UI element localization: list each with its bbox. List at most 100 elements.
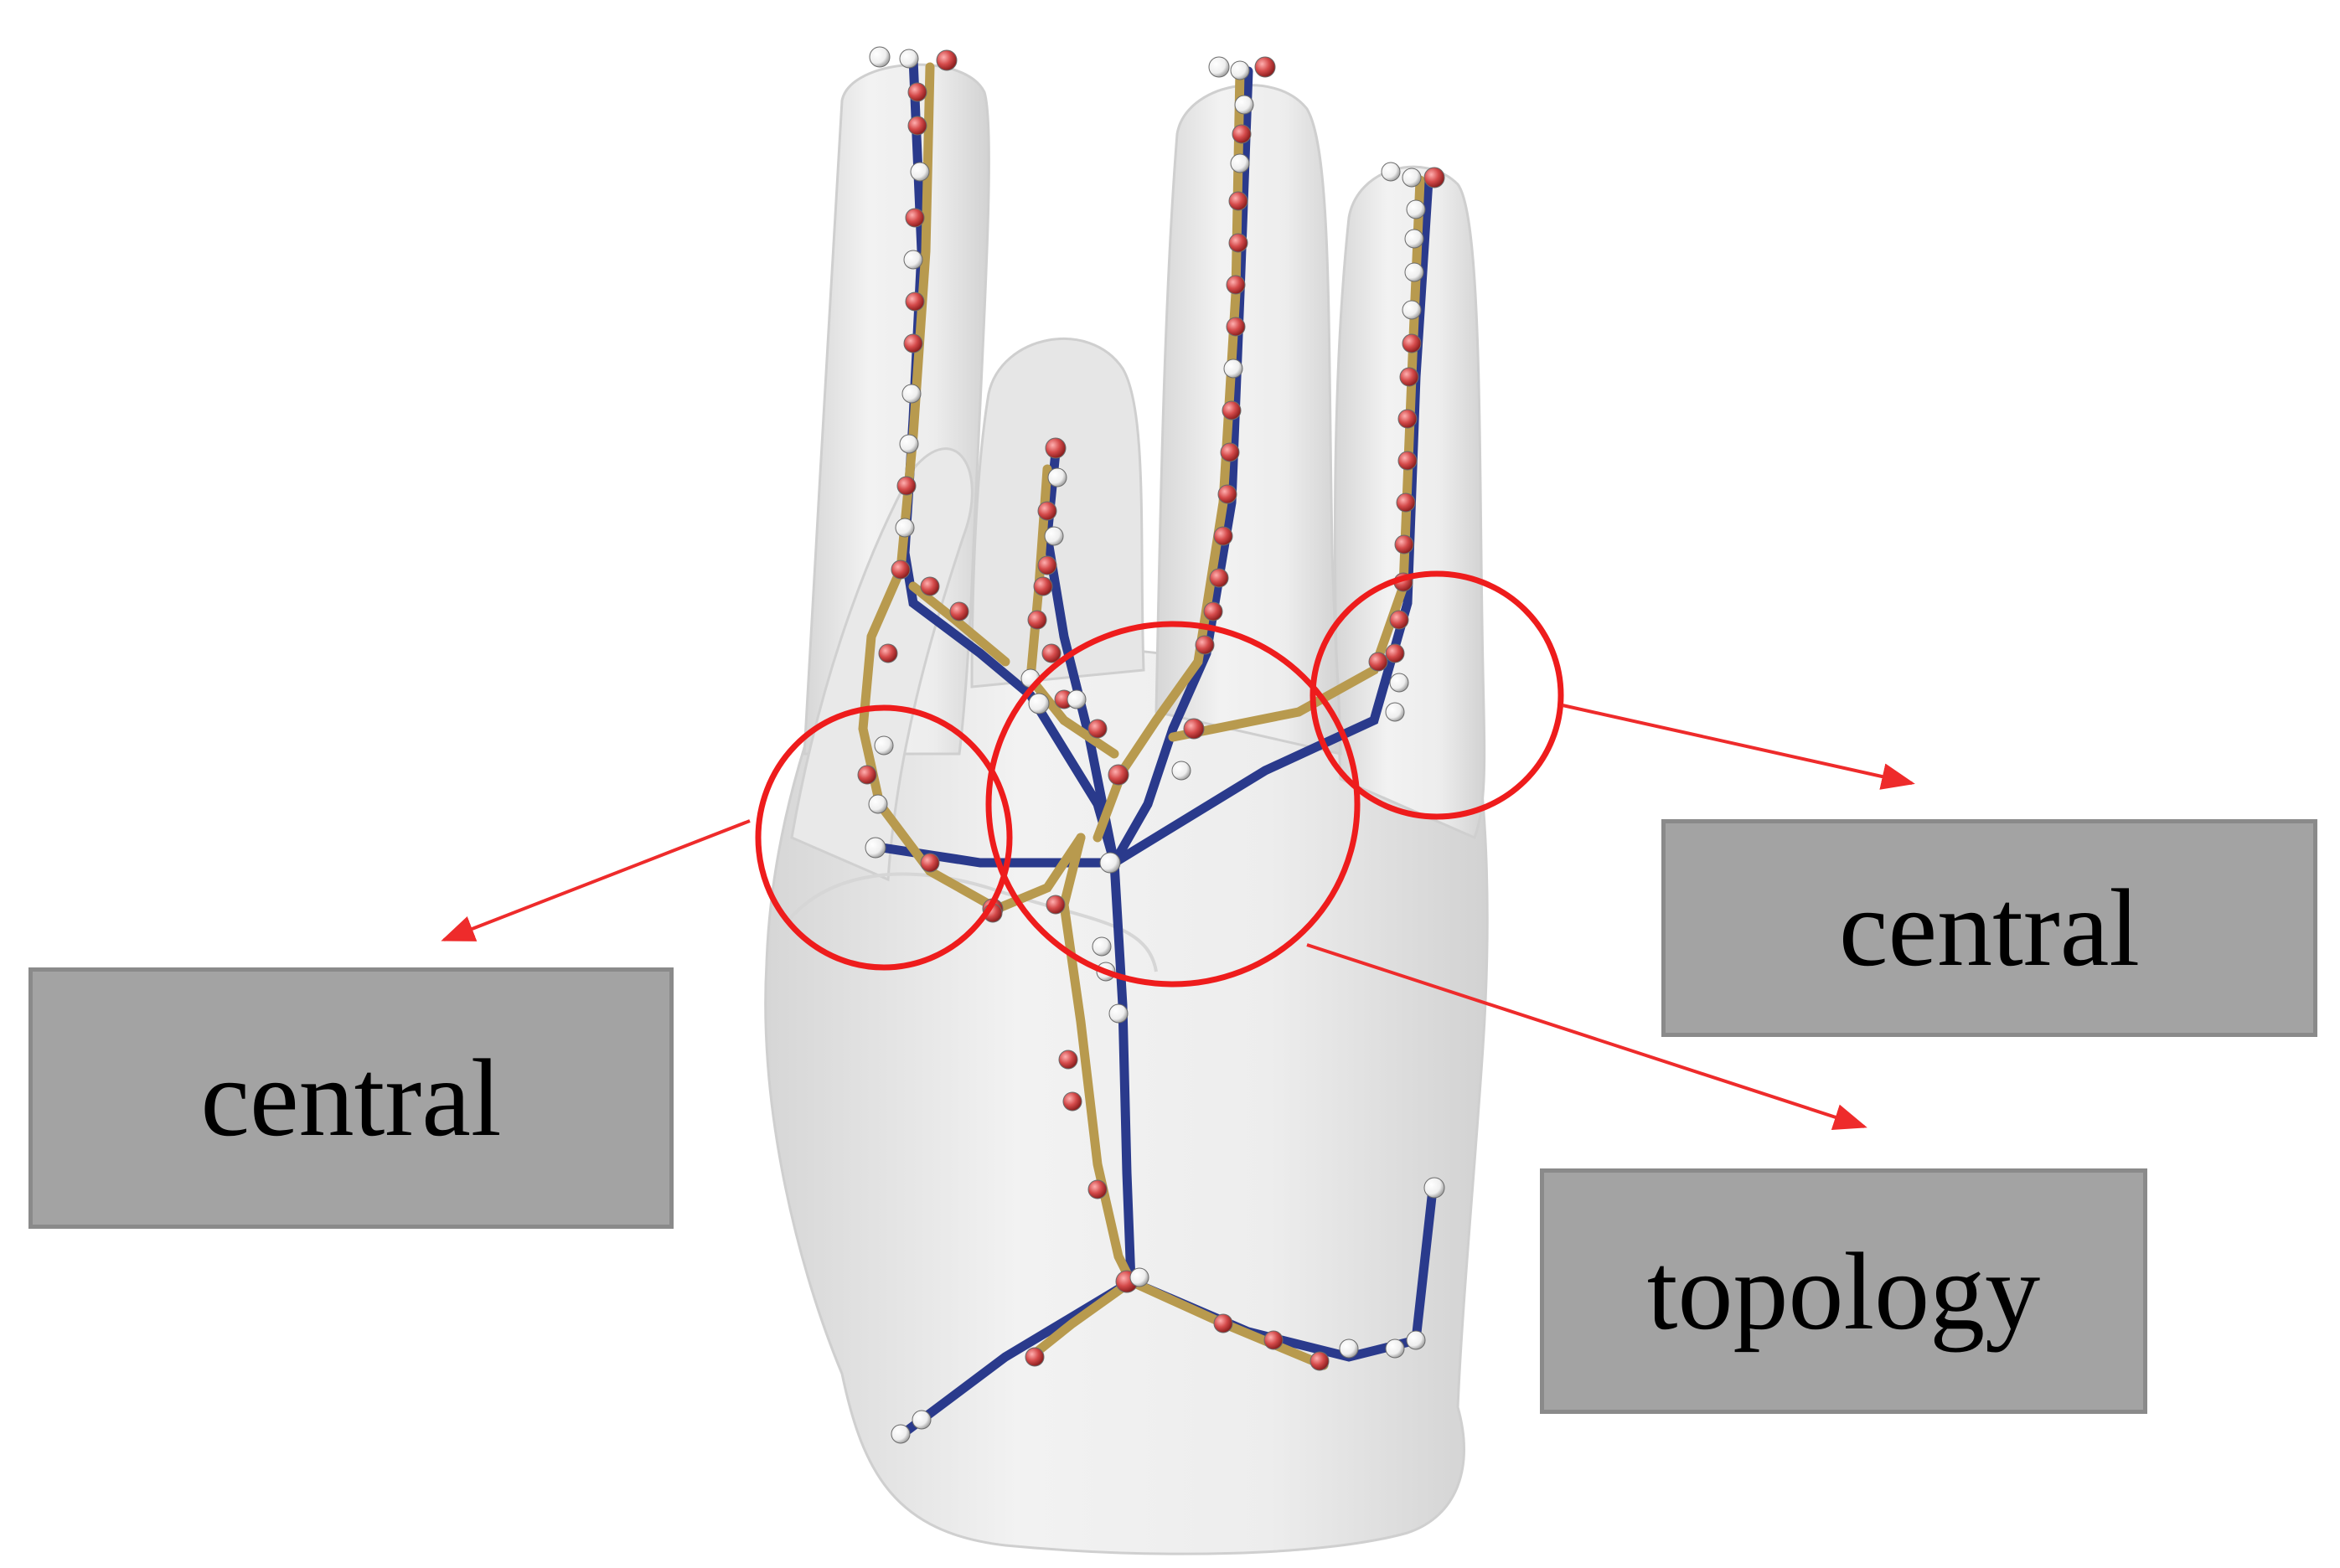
joint [1220,442,1240,462]
skeleton-joints [857,46,1445,1444]
joint [1062,1091,1082,1112]
joint [903,333,923,353]
joint [1041,643,1062,663]
hand-ring-finger-folded [970,338,1145,689]
joint [1385,643,1405,663]
joint [1230,153,1250,173]
joint [903,250,923,270]
joint [891,1424,911,1444]
joint [1047,467,1067,487]
joint [1222,400,1242,420]
joint [905,291,925,312]
label-left-text: central [200,1036,502,1159]
joint [1213,526,1233,546]
joint [1087,1179,1108,1199]
joint [910,162,930,182]
joint [1028,693,1050,714]
joint [1394,534,1414,554]
joint [1397,409,1418,429]
joint [1217,484,1237,504]
joint [1203,601,1223,622]
joint [1183,718,1205,740]
joint [1025,1347,1045,1367]
highlight-circle-center [985,621,1361,988]
joint [949,601,969,622]
joint [1389,610,1409,630]
hand-thumb [790,447,974,882]
joint [1389,673,1409,693]
joint [1263,1330,1284,1350]
joint [1385,1338,1405,1359]
joint [1402,333,1422,353]
joint [1208,56,1230,78]
highlight-circles [755,570,1564,988]
joint [1108,764,1129,786]
label-bottom-text: topology [1646,1229,2041,1353]
joint [1226,275,1246,295]
joint [1234,95,1254,115]
joint [1406,1330,1426,1350]
joint [901,384,922,404]
joint [1092,936,1112,957]
joint [865,837,886,859]
joint [920,853,940,873]
joint-tip [1423,167,1445,188]
joint [1108,1003,1129,1024]
joint [1402,300,1422,320]
joint [1339,1338,1359,1359]
joint [907,82,927,102]
label-box-bottom: topology [1540,1168,2147,1414]
joint [868,794,888,814]
highlight-circle-left [755,704,1013,971]
joint [1129,1267,1149,1287]
label-right-text: central [1838,866,2141,989]
joint-tip [1045,437,1067,459]
joint [1406,199,1426,219]
joint [1399,367,1419,387]
joint [1171,761,1191,781]
joint [878,643,898,663]
joint [1209,568,1229,588]
joint [1381,162,1401,182]
joint [1044,526,1064,546]
joint [1404,229,1424,249]
label-box-left: central [28,967,674,1229]
joint [1228,233,1248,253]
arrow-to-left-box [441,819,751,941]
joint [896,476,917,496]
joint [1226,317,1246,337]
joint-tip [936,49,958,71]
joint [920,576,940,596]
hand-thenar-crease [786,872,1158,972]
joint [1213,1313,1233,1333]
label-box-right: central [1661,819,2317,1037]
joint [1037,501,1057,521]
joint [1368,652,1388,672]
joint [1058,1050,1078,1070]
joint [899,434,919,454]
joint [1087,719,1108,739]
joint [874,735,894,756]
joint [1385,702,1405,722]
joint [1309,1351,1330,1371]
joint [1396,493,1416,513]
joint [869,46,891,68]
highlight-circle-right [1309,570,1564,820]
arrow-to-right-box [1562,704,1915,790]
joint [1404,262,1424,282]
joint [1067,689,1087,709]
joint [1230,60,1250,80]
joint [1027,610,1047,630]
joint [1423,1177,1445,1199]
joint [1046,895,1066,915]
joint-tip [1254,56,1276,78]
joint [1402,168,1422,188]
joint [905,208,925,228]
joint [1195,635,1215,655]
joint [1228,191,1248,211]
joint [1223,358,1243,379]
joint [1099,852,1121,874]
joint [912,1410,932,1430]
joint [895,518,915,538]
